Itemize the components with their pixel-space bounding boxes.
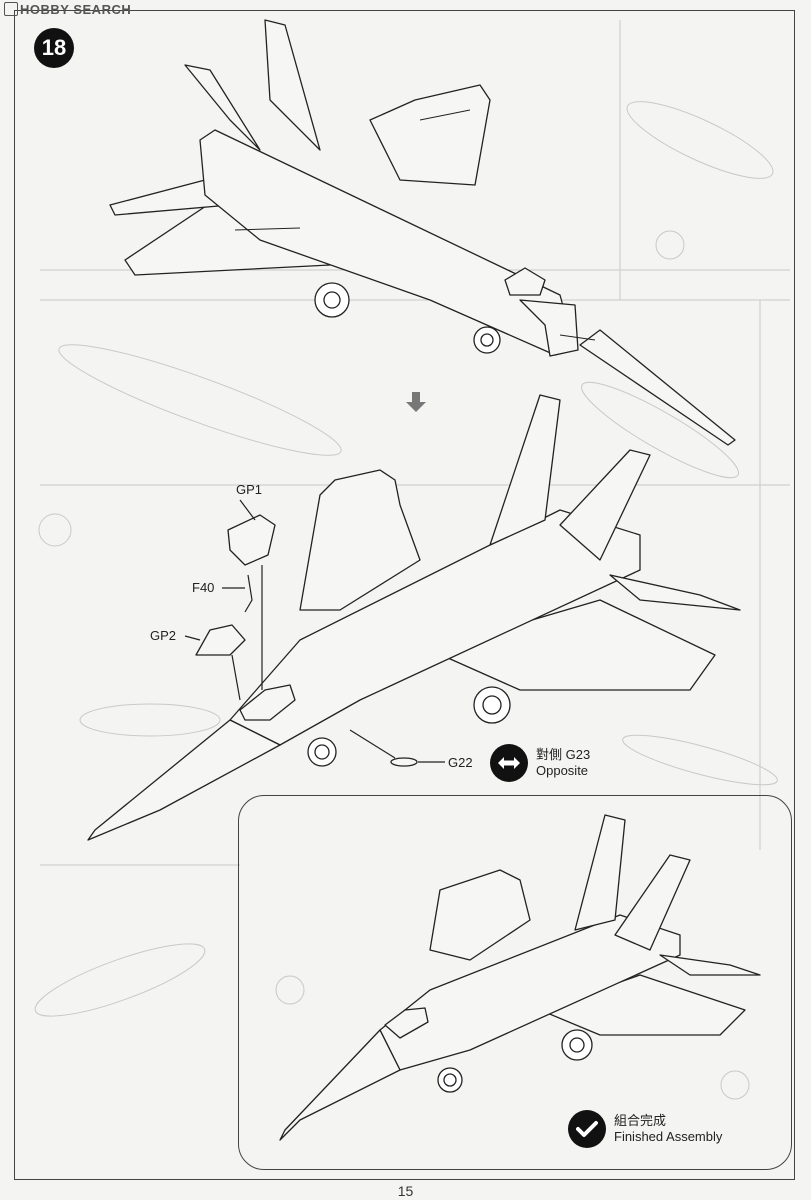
checkmark-icon bbox=[568, 1110, 606, 1148]
finished-en-label: Finished Assembly bbox=[614, 1129, 723, 1144]
part-label-gp2: GP2 bbox=[150, 628, 177, 643]
opposite-cjk-label: 對側 G23 bbox=[536, 747, 591, 762]
finished-assembly-panel bbox=[238, 795, 792, 1170]
part-label-g22: G22 bbox=[448, 755, 473, 770]
step-number-badge: 18 bbox=[34, 28, 74, 68]
finished-cjk-label: 組合完成 bbox=[614, 1113, 667, 1128]
double-arrow-icon bbox=[490, 744, 528, 782]
page-number: 15 bbox=[397, 1183, 414, 1199]
watermark-logo-icon bbox=[4, 2, 18, 16]
opposite-en-label: Opposite bbox=[536, 763, 589, 778]
finished-assembly-callout: 組合完成 Finished Assembly bbox=[568, 1110, 722, 1148]
part-label-gp1: GP1 bbox=[236, 482, 263, 497]
page-frame bbox=[14, 10, 795, 1180]
opposite-side-callout: 對側 G23 Opposite bbox=[490, 744, 590, 782]
part-label-f40: F40 bbox=[192, 580, 215, 595]
watermark: HOBBY SEARCH bbox=[4, 2, 131, 17]
